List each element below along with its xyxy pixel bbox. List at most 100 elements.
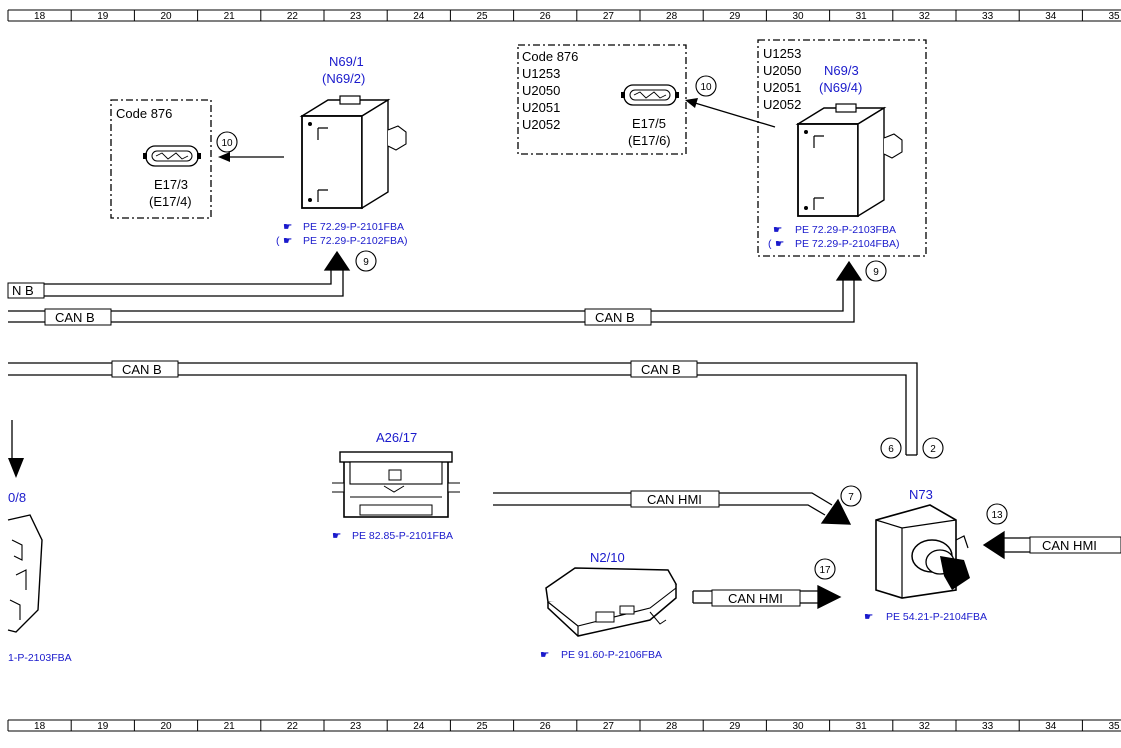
callout-9-right: 9 [865,260,887,282]
hand-pointer-icon: ☛ [864,611,873,623]
a26-17-ref[interactable]: ☛ PE 82.85-P-2101FBA [332,530,453,542]
n2-10-ref[interactable]: ☛ PE 91.60-P-2106FBA [540,649,662,661]
can-b-label-top-left: N B [7,282,45,299]
hand-pointer-icon: ☛ [540,649,549,661]
grid-column-number: 35 [1108,721,1120,732]
e17-5-code-0: U1253 [522,66,560,81]
callout-13: 13 [986,503,1008,525]
grid-column-number: 25 [476,721,488,732]
grid-column-number: 22 [287,721,299,732]
n69-3-ref-2[interactable]: ( ☛ PE 72.29-P-2104FBA) [768,238,899,250]
n69-1-control-unit: N69/1 (N69/2) ☛ PE 72.29-P-2101FBA ( ☛ P… [276,54,407,247]
left-partial-component: 0/8 1-P-2103FBA [7,420,72,664]
callout-10-left-text: 10 [221,138,233,149]
callout-10-left: 10 [216,131,238,153]
grid-column-number: 29 [729,11,741,22]
n69-3-code-0: U1253 [763,46,801,61]
grid-column-number: 30 [792,11,804,22]
n69-3-ref-1[interactable]: ☛ PE 72.29-P-2103FBA [773,224,896,236]
grid-column-number: 24 [413,721,425,732]
can-b-wire-to-n69-1 [8,250,351,297]
grid-column-number: 26 [540,721,552,732]
n69-1-ref-2-text[interactable]: PE 72.29-P-2102FBA) [303,235,407,247]
n69-1-ref-1-text[interactable]: PE 72.29-P-2101FBA [303,221,404,233]
n2-10-ref-text[interactable]: PE 91.60-P-2106FBA [561,649,662,661]
can-b-low-left-text: CAN B [122,362,162,377]
callout-17: 17 [814,558,836,580]
can-b-low-right-text: CAN B [641,362,681,377]
grid-column-number: 31 [856,721,868,732]
a26-17-ref-text[interactable]: PE 82.85-P-2101FBA [352,530,453,542]
hand-pointer-icon: ☛ [332,530,341,542]
left-partial-ref[interactable]: 1-P-2103FBA [8,652,72,664]
callout-17-text: 17 [819,565,831,576]
e17-5-lamp-icon [621,84,679,106]
grid-column-number: 21 [224,721,236,732]
left-partial-label: 0/8 [8,490,26,505]
can-b-top-left-text: N B [12,283,34,298]
callout-10-right: 10 [695,75,717,97]
can-b-label-low-right: CAN B [630,360,698,378]
can-b-mid-right-text: CAN B [595,310,635,325]
e17-4-label: (E17/4) [149,194,192,209]
n69-3-module-icon [795,103,903,218]
code-876-box-right: Code 876 U1253 U2050 U2051 U2052 E17/5 (… [517,44,687,155]
code-876-box-left: Code 876 E17/3 (E17/4) [110,99,212,219]
can-hmi-n2-text: CAN HMI [728,591,783,606]
grid-column-number: 20 [160,11,172,22]
e17-5-code-1: U2050 [522,83,560,98]
callout-6-text: 6 [888,444,894,455]
can-hmi-wire-a26-to-n73 [493,492,852,525]
grid-column-number: 29 [729,721,741,732]
hand-pointer-icon: ☛ [775,238,784,250]
arrow-n69-1-to-e17-3 [218,152,284,162]
e17-3-lamp-icon [143,145,201,167]
e17-5-code-2: U2051 [522,100,560,115]
n2-10-unit-icon [545,567,677,637]
n69-3-ref-2-text[interactable]: PE 72.29-P-2104FBA) [795,238,899,250]
e17-5-code-3: U2052 [522,117,560,132]
callout-2-text: 2 [930,444,936,455]
n69-1-label: N69/1 [329,54,364,69]
can-b-mid-left-text: CAN B [55,310,95,325]
grid-column-number: 28 [666,721,678,732]
callout-9-left: 9 [355,250,377,272]
n69-3-code-2: U2051 [763,80,801,95]
n69-3-code-1: U2050 [763,63,801,78]
grid-column-number: 18 [34,721,46,732]
can-b-label-mid-left: CAN B [44,308,112,326]
grid-column-number: 35 [1108,11,1120,22]
a26-17-component: A26/17 ☛ PE 82.85-P-2101FBA [332,430,460,542]
grid-column-number: 20 [160,721,172,732]
e17-3-label: E17/3 [154,177,188,192]
n69-3-ref-1-text[interactable]: PE 72.29-P-2103FBA [795,224,896,236]
hand-pointer-icon: ☛ [283,221,292,233]
can-hmi-a26-text: CAN HMI [647,492,702,507]
grid-column-number: 27 [603,11,615,22]
n69-1-module-icon [299,95,407,210]
grid-column-number: 19 [97,11,109,22]
n73-ref[interactable]: ☛ PE 54.21-P-2104FBA [864,611,987,623]
n73-ref-text[interactable]: PE 54.21-P-2104FBA [886,611,987,623]
callout-2: 2 [922,437,944,459]
can-b-label-low-left: CAN B [111,360,179,378]
grid-column-number: 31 [856,11,868,22]
can-b-label-mid-right: CAN B [584,308,652,326]
grid-column-number: 26 [540,11,552,22]
grid-column-number: 28 [666,11,678,22]
n69-3-code-3: U2052 [763,97,801,112]
n69-2-label: (N69/2) [322,71,365,86]
n69-3-box: U1253 U2050 U2051 U2052 N69/3 (N69/4) ☛ … [757,39,927,257]
n73-label: N73 [909,487,933,502]
n69-1-ref-2[interactable]: ( ☛ PE 72.29-P-2102FBA) [276,235,407,247]
can-hmi-label-n2: CAN HMI [711,589,801,607]
n69-1-ref-1[interactable]: ☛ PE 72.29-P-2101FBA [283,221,404,233]
grid-column-number: 32 [919,11,931,22]
grid-column-number: 33 [982,721,994,732]
a26-17-unit-icon [332,451,460,518]
callout-13-text: 13 [991,510,1003,521]
